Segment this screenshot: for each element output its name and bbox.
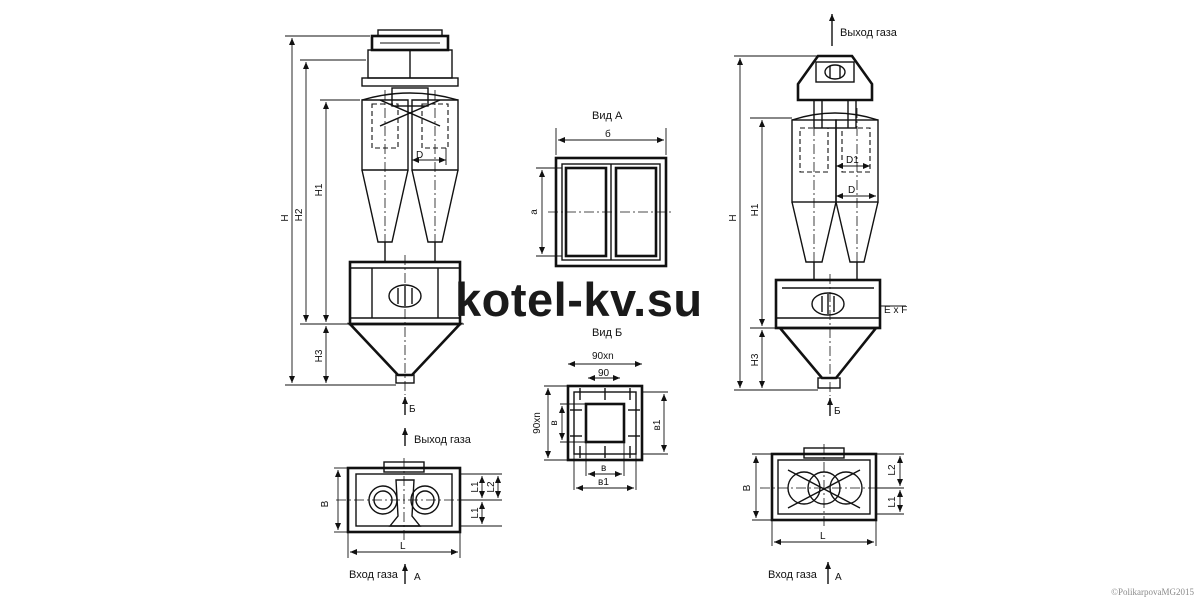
dim-v1-side: в1	[652, 419, 663, 430]
dim-90xn-side: 90xn	[532, 412, 543, 434]
dim-h1-right: H1	[750, 203, 761, 216]
dim-l-right: L	[820, 531, 826, 542]
dim-d-right: D	[848, 185, 855, 196]
dim-l1-bottom-left: L1	[470, 507, 481, 519]
dim-h-right: H	[728, 214, 739, 221]
gas-in-label-right: Вход газа	[768, 569, 818, 581]
dim-l1-right: L1	[887, 496, 898, 508]
dim-l1-top-left: L1	[470, 481, 481, 493]
gas-out-label-left: Выход газа	[414, 434, 472, 446]
dim-l2-right: L2	[887, 464, 898, 476]
gas-in-label-left: Вход газа	[349, 569, 399, 581]
watermark: kotel-kv.su	[455, 273, 703, 326]
dim-exf: E x F	[884, 305, 907, 316]
dim-l-left: L	[400, 541, 406, 552]
right-cyclone-front-view: Выход газа D1 D E x F	[774, 14, 907, 396]
right-dimensions: H H1 H3 Б	[728, 55, 841, 417]
dim-d-left: D	[416, 150, 423, 161]
dim-90xn-top: 90xn	[592, 351, 614, 362]
gas-out-label-right: Выход газа	[840, 27, 898, 39]
dim-v-bottom: в	[601, 463, 606, 474]
view-a-title: Вид А	[592, 110, 623, 122]
dim-h-left: H	[280, 214, 291, 221]
view-a: Вид А б а	[529, 110, 674, 268]
dim-v1-bottom: в1	[598, 477, 609, 488]
left-cyclone-front-view	[346, 29, 464, 395]
dim-90: 90	[598, 368, 610, 379]
dim-h2-left: H2	[294, 208, 305, 221]
arrow-b-left: Б	[409, 404, 416, 415]
dim-v-side: в	[549, 420, 560, 425]
dim-h3-right: H3	[750, 353, 761, 366]
view-b-title: Вид Б	[592, 327, 622, 339]
left-plan-view: Выход газа B L L1 L1 L2 Вход газа А	[320, 428, 502, 584]
right-plan-view: B L L2 L1 Вход газа А	[742, 444, 904, 584]
dim-l2-left: L2	[486, 481, 497, 493]
dim-h1-left: H1	[314, 183, 325, 196]
copyright-text: ©PolikarpovaMG2015	[1111, 587, 1194, 597]
left-dimensions: H H2 H1 H3 D Б	[280, 35, 447, 415]
arrow-a-right: А	[835, 572, 842, 583]
dim-a: а	[529, 209, 540, 215]
dim-h3-left: H3	[314, 349, 325, 362]
dim-b-right: B	[742, 484, 753, 491]
arrow-b-right: Б	[834, 406, 841, 417]
dim-b-small: б	[605, 128, 611, 140]
dim-d1-right: D1	[846, 155, 859, 166]
dim-b-left: B	[320, 500, 331, 507]
arrow-a-left: А	[414, 572, 421, 583]
view-b: Вид Б 90xn 90 90xn в в1 в в1	[532, 327, 668, 491]
